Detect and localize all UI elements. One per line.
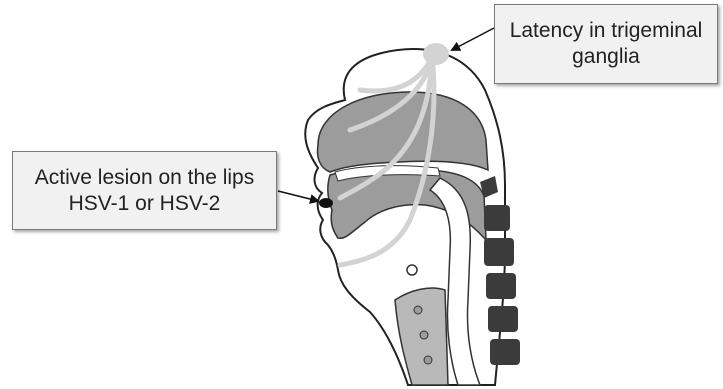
lip-lesion (319, 198, 333, 208)
vertebra-2 (484, 205, 510, 231)
larynx-structure-3 (420, 331, 428, 339)
larynx-structure-1 (407, 265, 417, 275)
lesion-pointer-arrow (278, 191, 318, 201)
lesion-callout-line-1: Active lesion on the lips (13, 165, 276, 191)
vertebra-5 (488, 306, 518, 332)
latency-pointer-arrow (452, 28, 494, 50)
latency-callout-box: Latency in trigeminal ganglia (494, 4, 718, 84)
lesion-callout-box: Active lesion on the lips HSV-1 or HSV-2 (12, 151, 277, 230)
vertebra-4 (486, 273, 516, 299)
trigeminal-ganglion (423, 43, 449, 65)
latency-callout-line-2: ganglia (495, 44, 717, 70)
vertebra-3 (484, 238, 514, 266)
lesion-callout-line-2: HSV-1 or HSV-2 (13, 191, 276, 217)
larynx-structure-4 (424, 356, 432, 364)
vertebra-6 (490, 339, 520, 365)
latency-callout-line-1: Latency in trigeminal (495, 18, 717, 44)
larynx-structure-2 (414, 306, 422, 314)
